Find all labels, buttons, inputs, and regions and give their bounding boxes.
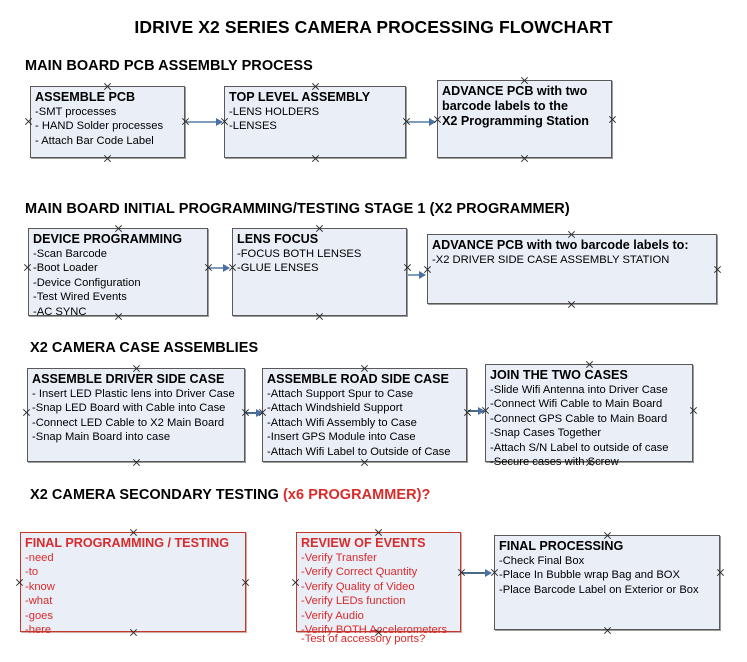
flow-box-line: -Connect GPS Cable to Main Board bbox=[490, 412, 668, 425]
connector-arrow-icon bbox=[419, 271, 426, 279]
connector-line bbox=[186, 121, 219, 123]
connector-line bbox=[246, 412, 262, 414]
connector-line bbox=[408, 274, 422, 276]
flow-box-top-level-assembly[interactable]: TOP LEVEL ASSEMBLY -LENS HOLDERS -LENSES bbox=[224, 86, 406, 158]
flow-box-line: -Secure cases with Screw bbox=[490, 456, 619, 469]
flow-box-line: -Test Wired Events bbox=[33, 291, 127, 304]
flow-box-line: -Verify Correct Quantity bbox=[301, 566, 418, 579]
connector-line bbox=[462, 572, 488, 574]
flow-box-line: X2 Programming Station bbox=[442, 114, 589, 128]
flow-box-review-of-events[interactable]: REVIEW OF EVENTS -Verify Transfer -Verif… bbox=[296, 532, 461, 645]
section-heading-x2-camera-secondary-testing: X2 CAMERA SECONDARY TESTING (x6 PROGRAMM… bbox=[30, 487, 430, 503]
flow-box-line: -Boot Loader bbox=[33, 262, 98, 275]
section-heading-text: MAIN BOARD PCB ASSEMBLY PROCESS bbox=[25, 58, 313, 74]
flow-box-line: -Snap Cases Together bbox=[490, 427, 602, 440]
connector-line bbox=[468, 410, 484, 412]
flow-box-line: -here bbox=[25, 624, 52, 637]
flow-box-line: -Verify Audio bbox=[301, 609, 364, 622]
flow-box-line: -Scan Barcode bbox=[33, 248, 108, 260]
flow-box-line: -Attach Support Spur to Case bbox=[267, 388, 414, 400]
flow-box-line: -to bbox=[25, 566, 39, 579]
flow-box-line: -goes bbox=[25, 609, 53, 622]
flow-box-line: -GLUE LENSES bbox=[237, 262, 319, 275]
flow-box-lens-focus[interactable]: LENS FOCUS -FOCUS BOTH LENSES -GLUE LENS… bbox=[232, 228, 407, 316]
flow-box-line: barcode labels to the bbox=[442, 99, 568, 113]
connector-arrow-icon bbox=[429, 118, 436, 126]
flow-box-title: FINAL PROCESSING bbox=[499, 539, 624, 553]
flow-box-join-the-two-cases[interactable]: JOIN THE TWO CASES -Slide Wifi Antenna i… bbox=[485, 364, 693, 468]
flow-box-line: - Insert LED Plastic lens into Driver Ca… bbox=[32, 388, 235, 400]
flow-box-line: -Device Configuration bbox=[33, 276, 141, 289]
flow-box-title: FINAL PROGRAMMING / TESTING bbox=[25, 536, 230, 550]
section-heading-text: X2 CAMERA CASE ASSEMBLIES bbox=[30, 340, 259, 356]
flow-box-line: -Verify BOTH Accelerometers bbox=[301, 624, 448, 637]
flow-box-title: TOP LEVEL ASSEMBLY bbox=[229, 90, 371, 104]
connector-arrow-icon bbox=[485, 569, 492, 577]
flow-box-assemble-road-side-case[interactable]: ASSEMBLE ROAD SIDE CASE -Attach Support … bbox=[262, 368, 467, 462]
flow-box-line: -Slide Wifi Antenna into Driver Case bbox=[490, 384, 668, 396]
flow-box-line: -Snap Main Board into case bbox=[32, 431, 171, 444]
section-heading-text: MAIN BOARD INITIAL PROGRAMMING/TESTING S… bbox=[25, 201, 570, 217]
flow-box-line: -Check Final Box bbox=[499, 555, 585, 567]
flow-box-line: -Place In Bubble wrap Bag and BOX bbox=[499, 569, 680, 582]
section-heading-text: X2 CAMERA SECONDARY TESTING bbox=[30, 487, 284, 503]
flow-box-line: -LENS HOLDERS bbox=[229, 106, 320, 118]
flow-box-line: -what bbox=[25, 595, 53, 608]
flow-box-line: - HAND Solder processes bbox=[35, 120, 164, 133]
flow-box-line: -Attach Wifi Label to Outside of Case bbox=[267, 445, 451, 458]
connector-line bbox=[407, 121, 431, 123]
connector-arrow-icon bbox=[223, 264, 230, 272]
flow-box-title: REVIEW OF EVENTS bbox=[301, 536, 426, 550]
connector-arrow-icon bbox=[256, 409, 263, 417]
flow-box-line: -Attach Windshield Support bbox=[267, 402, 403, 415]
flow-box-final-processing[interactable]: FINAL PROCESSING -Check Final Box -Place… bbox=[494, 535, 720, 630]
flow-box-line: -Insert GPS Module into Case bbox=[267, 431, 416, 444]
connector-arrow-icon bbox=[216, 118, 223, 126]
flow-box-line: -Place Barcode Label on Exterior or Box bbox=[499, 583, 699, 596]
flow-box-overflow-line: -Test of accessory ports? bbox=[301, 632, 426, 645]
flow-box-line: -Verify LEDs function bbox=[301, 595, 406, 608]
flow-box-device-programming[interactable]: DEVICE PROGRAMMING -Scan Barcode -Boot L… bbox=[28, 228, 208, 318]
flow-box-title: ASSEMBLE PCB bbox=[35, 90, 136, 104]
flow-box-advance-pcb-programming-station[interactable]: ADVANCE PCB with two barcode labels to t… bbox=[437, 80, 612, 158]
flow-box-title: ADVANCE PCB with two bbox=[442, 84, 588, 98]
flow-box-line: -Connect Wifi Cable to Main Board bbox=[490, 398, 663, 411]
flow-box-line: -SMT processes bbox=[35, 106, 117, 118]
flow-box-line: -know bbox=[25, 580, 55, 593]
connector-arrow-icon bbox=[478, 407, 485, 415]
flow-box-line: -Verify Transfer bbox=[301, 552, 377, 564]
flow-box-title: LENS FOCUS bbox=[237, 232, 319, 246]
section-heading-x2-camera-case-assemblies: X2 CAMERA CASE ASSEMBLIES bbox=[30, 340, 258, 356]
flow-box-line: -Connect LED Cable to X2 Main Board bbox=[32, 416, 225, 429]
connector-line bbox=[209, 267, 226, 269]
flow-box-line: -Attach Wifi Assembly to Case bbox=[267, 416, 417, 429]
flow-box-line: -FOCUS BOTH LENSES bbox=[237, 248, 362, 260]
flow-box-line: -Attach S/N Label to outside of case bbox=[490, 441, 669, 454]
flow-box-assemble-driver-side-case[interactable]: ASSEMBLE DRIVER SIDE CASE - Insert LED P… bbox=[27, 368, 245, 462]
flow-box-title: ASSEMBLE DRIVER SIDE CASE bbox=[32, 372, 225, 386]
page-title: IDRIVE X2 SERIES CAMERA PROCESSING FLOWC… bbox=[134, 17, 613, 37]
flow-box-title: ASSEMBLE ROAD SIDE CASE bbox=[267, 372, 449, 386]
section-heading-main-board-initial-programming: MAIN BOARD INITIAL PROGRAMMING/TESTING S… bbox=[25, 201, 570, 217]
flow-box-line: -Snap LED Board with Cable into Case bbox=[32, 402, 226, 415]
flow-box-line: -Verify Quality of Video bbox=[301, 580, 415, 593]
flow-box-line: - Attach Bar Code Label bbox=[35, 134, 154, 147]
flow-box-assemble-pcb[interactable]: ASSEMBLE PCB -SMT processes - HAND Solde… bbox=[30, 86, 185, 158]
flow-box-final-programming-testing[interactable]: FINAL PROGRAMMING / TESTING -need -to -k… bbox=[20, 532, 246, 636]
flow-box-title: JOIN THE TWO CASES bbox=[490, 368, 628, 382]
flow-box-line: -AC SYNC bbox=[33, 305, 87, 318]
section-heading-main-board-pcb-assembly: MAIN BOARD PCB ASSEMBLY PROCESS bbox=[25, 58, 313, 74]
flow-box-title: ADVANCE PCB with two barcode labels to: bbox=[432, 238, 689, 252]
flow-box-line: -X2 DRIVER SIDE CASE ASSEMBLY STATION bbox=[432, 254, 670, 266]
flow-box-line: -need bbox=[25, 552, 54, 564]
flow-box-title: DEVICE PROGRAMMING bbox=[33, 232, 183, 246]
section-heading-accent: (x6 PROGRAMMER)? bbox=[283, 487, 431, 503]
flow-box-advance-pcb-driver-side-case[interactable]: ADVANCE PCB with two barcode labels to: … bbox=[427, 234, 717, 304]
flow-box-line: -LENSES bbox=[229, 120, 277, 133]
